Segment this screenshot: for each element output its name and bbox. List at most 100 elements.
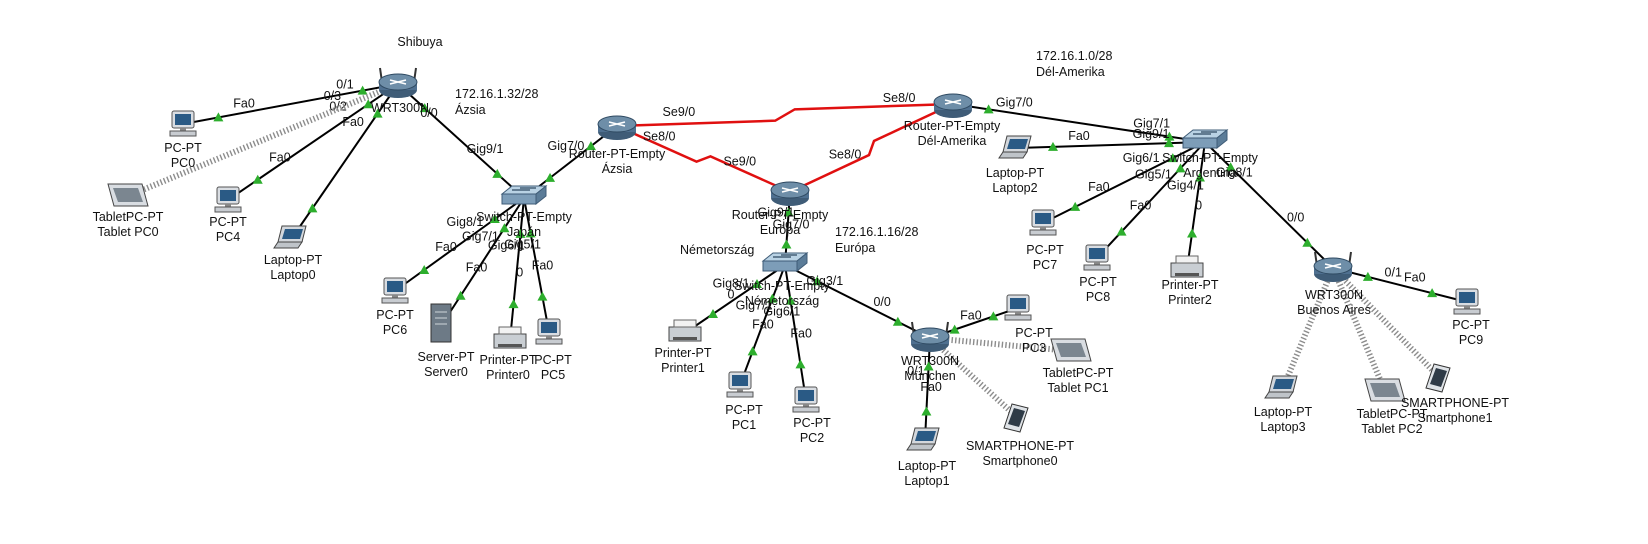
device-model: Switch-PT-Empty (476, 210, 573, 224)
serial-cable[interactable] (789, 102, 954, 194)
interface-label: Fa0 (435, 240, 457, 254)
ethernet-cable[interactable] (394, 197, 525, 292)
link-buenos_aires-laptop3[interactable] (1280, 266, 1336, 390)
interface-label: 0 (728, 287, 735, 301)
ethernet-cable[interactable] (784, 264, 931, 339)
device-name: Smartphone1 (1417, 411, 1492, 425)
ethernet-cable[interactable] (523, 197, 550, 333)
ethernet-cable[interactable] (924, 337, 931, 441)
interface-label: Se8/0 (829, 147, 862, 161)
ethernet-cable[interactable] (739, 264, 786, 386)
device-model: PC-PT (793, 416, 831, 430)
ethernet-cable[interactable] (952, 103, 1206, 143)
ethernet-cable[interactable] (684, 264, 786, 334)
link-argentina_switch-printer2[interactable]: Gig4/10 (1167, 141, 1206, 270)
link-status-up-icon (357, 85, 368, 95)
link-buenos_aires-smartphone1[interactable] (1330, 265, 1443, 381)
link-shibuya-tabletpc0[interactable]: 0/3 (126, 81, 400, 199)
device-name: München (904, 369, 955, 383)
ethernet-cable[interactable] (1204, 141, 1334, 269)
interface-label: Gig4/1 (1167, 178, 1204, 192)
ethernet-cable[interactable] (440, 197, 525, 327)
interface-label: Gig7/1 (462, 230, 499, 244)
link-status-up-icon (419, 264, 430, 274)
link-buenos_aires-tabletpc2[interactable] (1330, 266, 1388, 393)
ethernet-cable[interactable] (509, 197, 525, 341)
ethernet-cable[interactable] (1186, 141, 1206, 270)
ethernet-cable[interactable] (1016, 141, 1206, 149)
interface-label: 0/1 (907, 364, 924, 378)
link-germany_switch-munchen[interactable]: Gig3/10/0 (784, 264, 931, 339)
interface-label: Fa0 (466, 260, 488, 274)
ethernet-cable[interactable] (397, 83, 525, 199)
ethernet-cable[interactable] (1332, 267, 1468, 303)
link-germany_switch-printer1[interactable]: Gig8/10 (684, 264, 786, 334)
pc-icon (1453, 288, 1481, 315)
ethernet-cable[interactable] (784, 264, 807, 401)
printer-icon (668, 319, 702, 342)
device-name: PC5 (541, 368, 565, 382)
link-argentina_switch-buenos_aires[interactable]: Gig8/10/0 (1204, 141, 1334, 269)
serial-cable[interactable] (616, 124, 791, 194)
tablet-icon (1050, 338, 1092, 362)
link-status-up-icon (1302, 237, 1313, 247)
ethernet-cable[interactable] (1096, 141, 1206, 259)
link-status-up-icon (307, 203, 318, 213)
serial-cable[interactable] (616, 102, 954, 128)
device-name: PC0 (171, 156, 195, 170)
link-japan_switch-printer0[interactable]: Gig6/10 (488, 197, 526, 341)
link-europe_router-sa_router[interactable]: Se8/0 (789, 102, 954, 194)
device-name: Németország (745, 294, 819, 308)
link-shibuya-laptop0[interactable]: Fa0 (291, 83, 399, 239)
ethernet-cable[interactable] (1042, 141, 1206, 224)
